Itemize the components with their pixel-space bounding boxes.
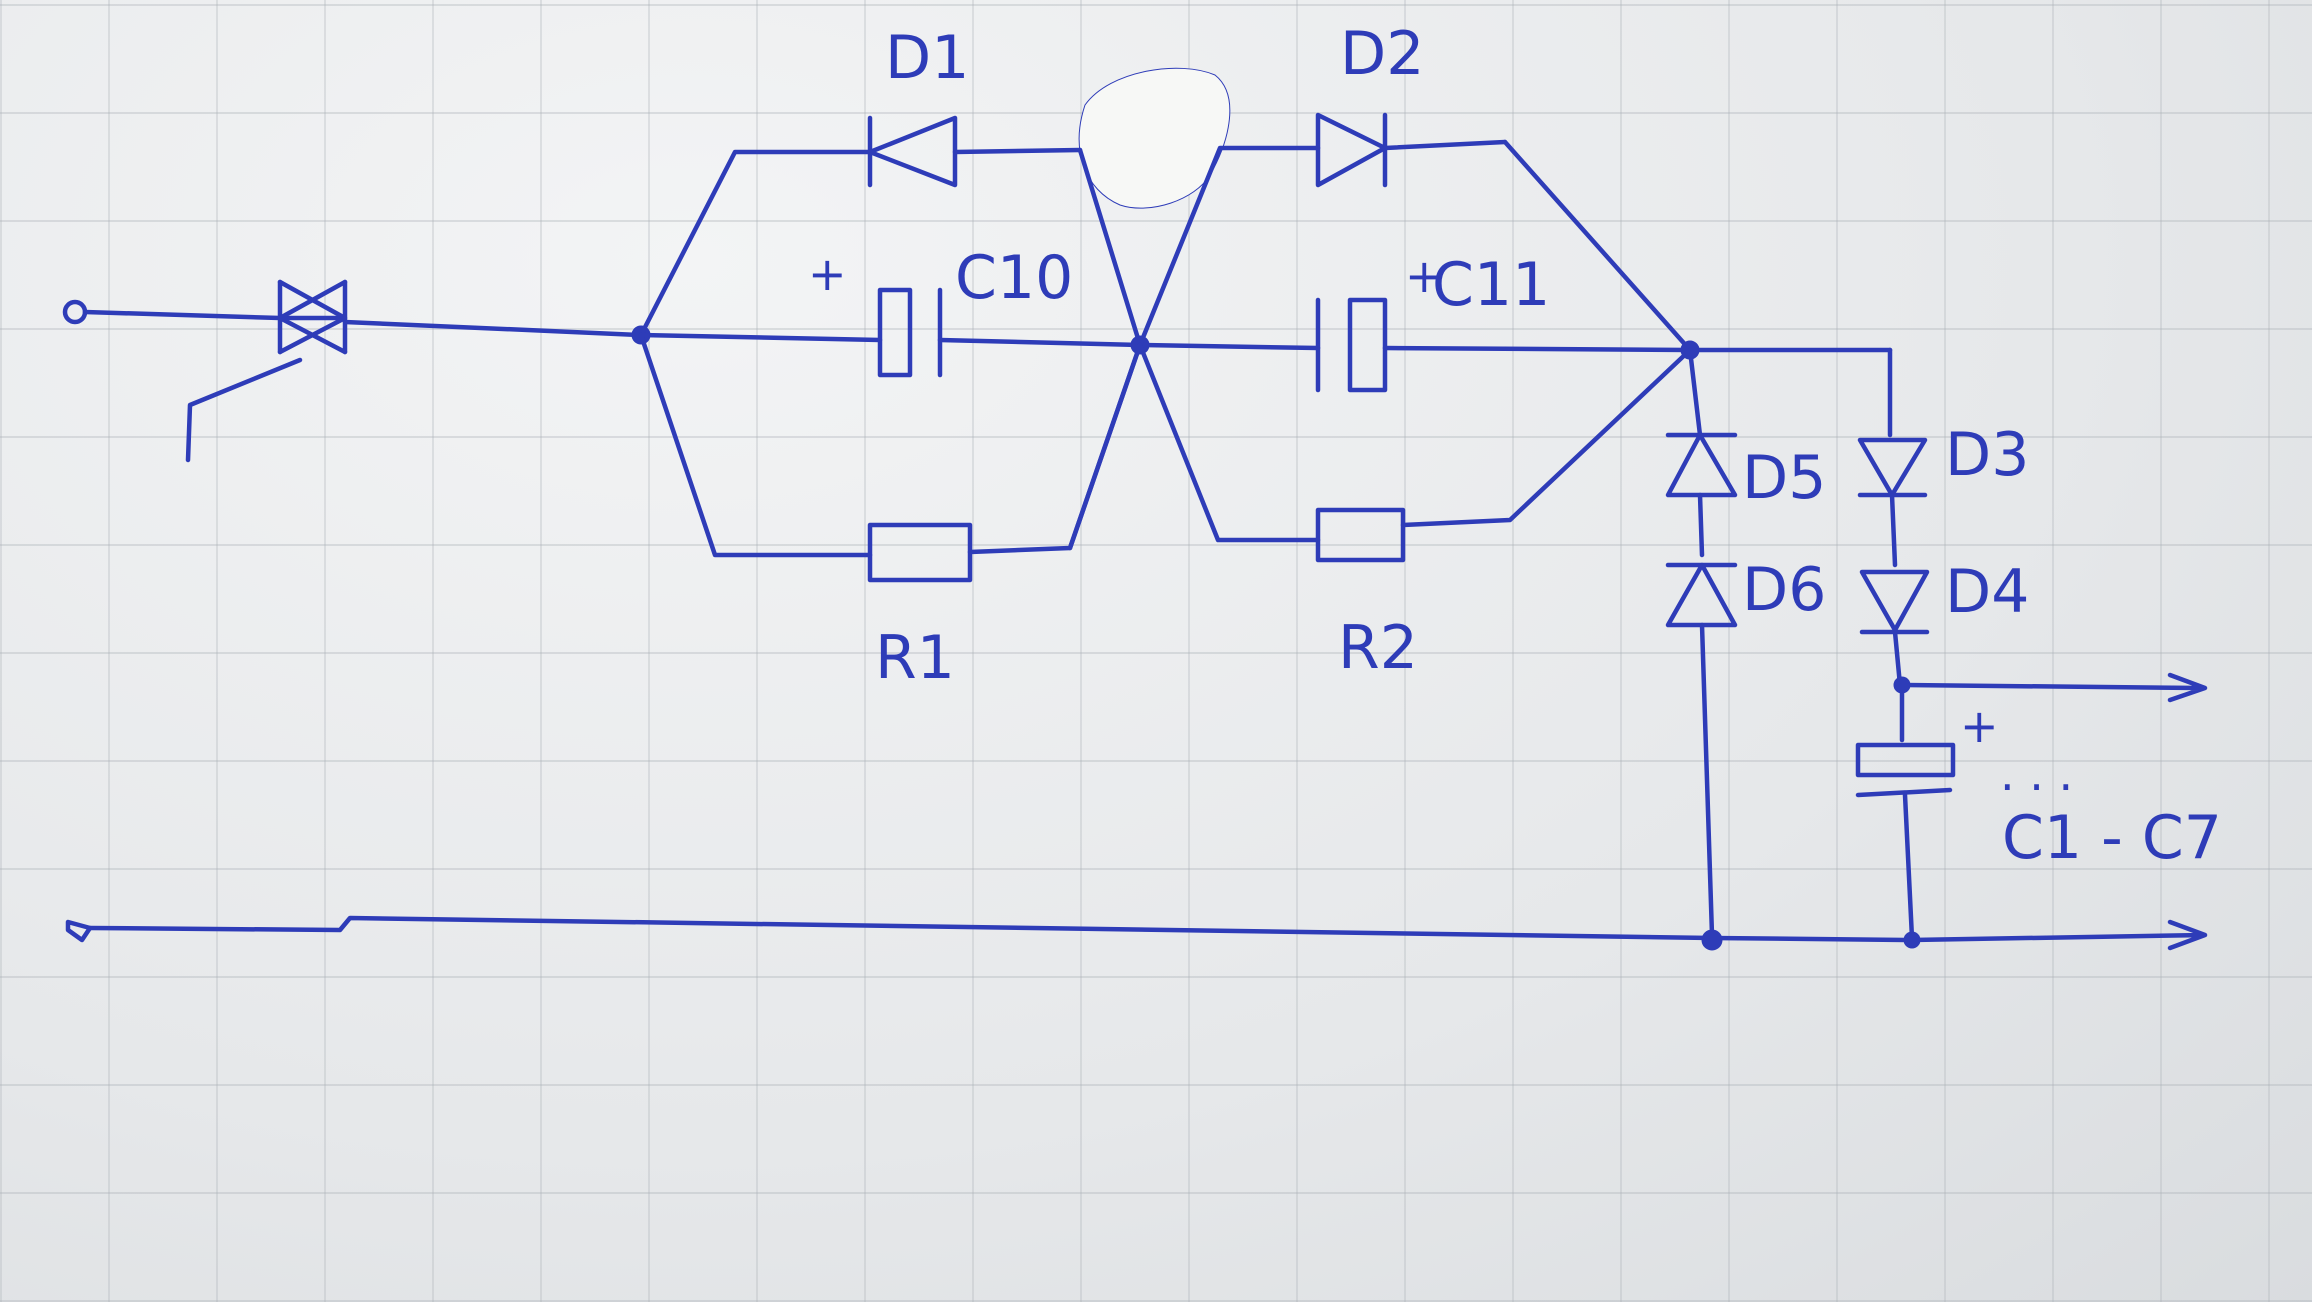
d5-d6-branch-wire [1687, 347, 1703, 438]
ground-terminal [65, 919, 93, 943]
r2-to-right-node [1400, 347, 1693, 528]
cap-lead-bottom [1902, 792, 1915, 941]
label-c11: C11 [1432, 250, 1550, 320]
c11-to-right-node [1382, 345, 1693, 353]
d5-diode-symbol [1665, 432, 1738, 558]
d2-to-right-node [1502, 139, 1693, 353]
cross-to-r2 [1137, 342, 1321, 543]
r1-resistor-symbol [867, 522, 973, 583]
triac-symbol [185, 279, 348, 463]
label-d5: D5 [1742, 443, 1826, 513]
label-dots: . . . [2000, 747, 2073, 801]
input-wire [82, 309, 283, 321]
label-r1: R1 [875, 623, 955, 693]
label-d3: D3 [1945, 420, 2029, 490]
c10-capacitor-symbol [877, 287, 943, 378]
label-d1: D1 [885, 23, 969, 93]
d6-diode-symbol [1665, 562, 1738, 938]
r1-to-cross [967, 342, 1143, 555]
cross-to-c11 [1137, 342, 1321, 351]
label-plus-c11: + [1405, 249, 1444, 303]
output-capacitor-symbol [1855, 742, 1956, 798]
d1-diode-symbol [867, 115, 1083, 188]
input-terminal [62, 299, 88, 325]
output-arrow-top [1899, 672, 2208, 703]
d3-diode-symbol [1857, 437, 1928, 568]
left-mid-wire [638, 332, 883, 343]
label-c1-c7: C1 - C7 [2002, 803, 2222, 873]
wire-to-left-node [342, 319, 643, 338]
d4-diode-symbol [1859, 569, 1930, 688]
bottom-rail [87, 915, 2208, 951]
left-bottom-branch [638, 332, 873, 558]
whiteout-correction [1078, 67, 1231, 209]
label-c10: C10 [955, 243, 1073, 313]
d1-to-cross [1077, 147, 1143, 348]
d2-diode-symbol [1315, 112, 1508, 188]
c10-to-cross [937, 337, 1143, 348]
cross-to-d2 [1137, 145, 1321, 348]
label-d6: D6 [1742, 555, 1826, 625]
label-d2: D2 [1340, 19, 1424, 89]
c11-capacitor-symbol [1315, 297, 1388, 393]
label-plus-c10: + [808, 247, 847, 301]
r2-resistor-symbol [1315, 507, 1406, 563]
cross-diagonal-a [1067, 342, 1143, 551]
label-r2: R2 [1338, 613, 1418, 683]
label-plus-output-cap: + [1960, 699, 1999, 753]
left-top-branch [638, 149, 873, 338]
label-d4: D4 [1945, 557, 2029, 627]
